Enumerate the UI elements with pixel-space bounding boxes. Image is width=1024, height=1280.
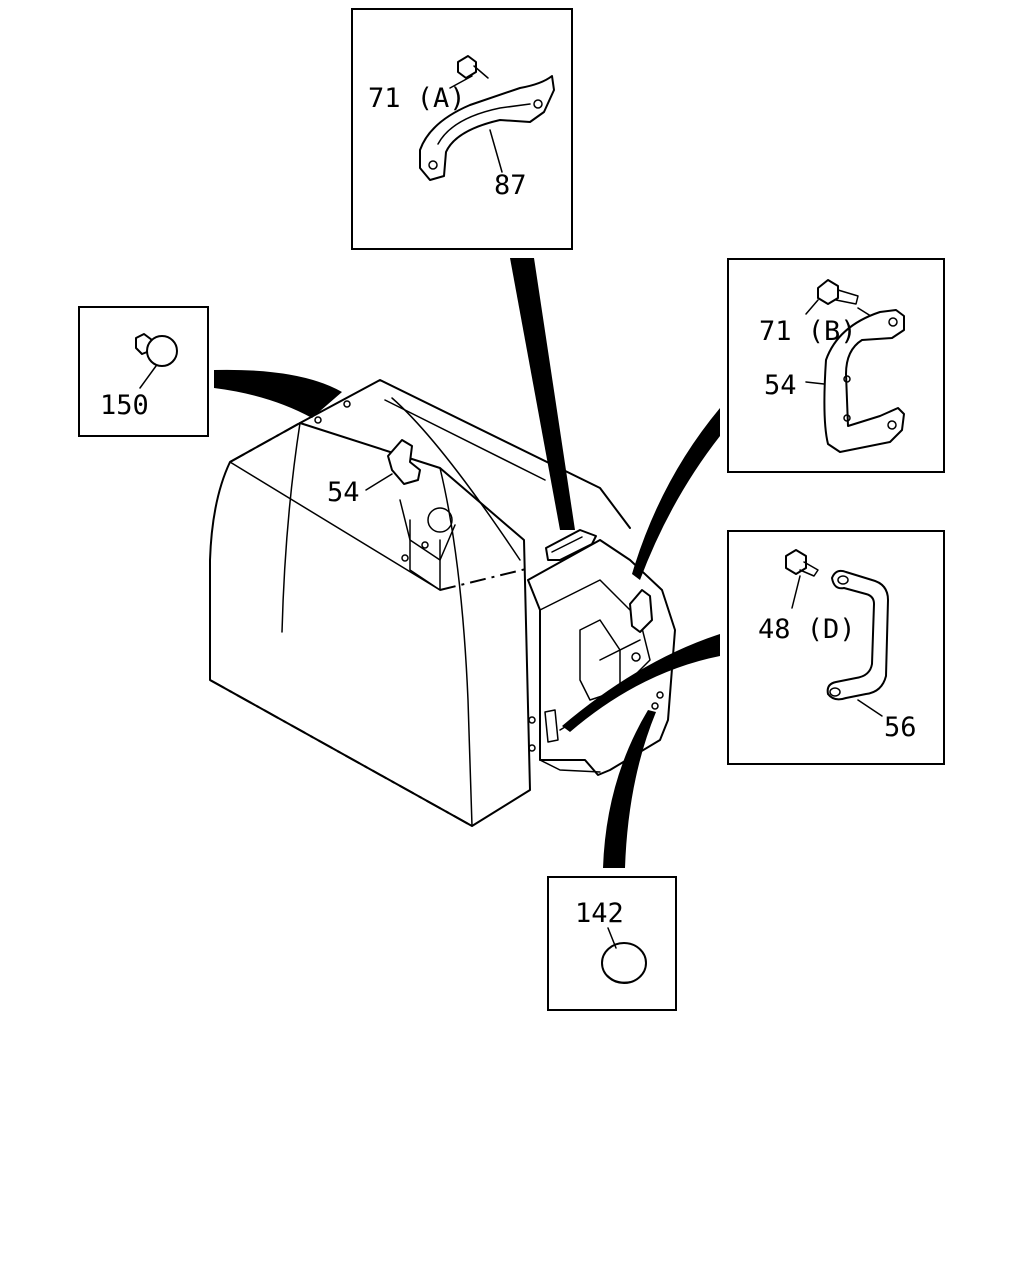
leader-150: [214, 369, 342, 418]
detail-box-142: 142: [547, 876, 677, 1011]
label-48d: 48 (D): [758, 614, 856, 645]
label-87: 87: [494, 170, 527, 201]
label-54-body: 54: [327, 477, 360, 508]
detail-box-54: 71 (B) 54: [727, 258, 945, 473]
body-callout-54: 54: [327, 473, 393, 508]
label-142: 142: [575, 898, 624, 929]
label-56: 56: [884, 712, 917, 743]
detail-box-56: 48 (D) 56: [727, 530, 945, 765]
label-150: 150: [100, 390, 149, 421]
label-71b: 71 (B): [759, 316, 857, 347]
callout-leaders: [214, 258, 720, 868]
leader-87: [510, 258, 575, 530]
leader-142: [603, 710, 656, 868]
leader-56: [562, 634, 720, 732]
detail-box-150: 150: [78, 306, 209, 437]
label-54-box: 54: [764, 370, 797, 401]
label-71a: 71 (A): [368, 83, 466, 114]
detail-box-87: 71 (A) 87: [351, 8, 573, 250]
leader-54: [632, 408, 720, 580]
cab-body: [209, 379, 676, 827]
